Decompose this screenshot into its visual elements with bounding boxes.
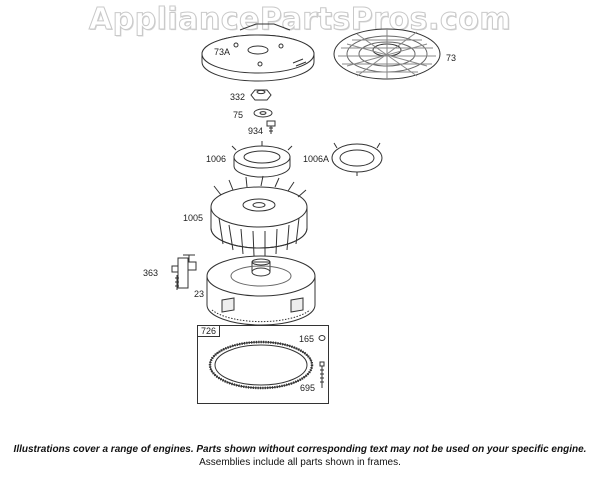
callout-1006a: 1006A xyxy=(303,154,330,164)
callout-695: 695 xyxy=(300,383,316,393)
assembly-frame: 726 xyxy=(197,325,329,404)
callout-363: 363 xyxy=(143,268,159,278)
callout-726: 726 xyxy=(197,325,221,337)
callout-73: 73 xyxy=(446,53,457,63)
part-332-nut xyxy=(250,89,272,101)
callout-1005: 1005 xyxy=(183,213,204,223)
part-1005-fan xyxy=(210,175,308,257)
callout-23: 23 xyxy=(194,289,205,299)
disclaimer-note: Illustrations cover a range of engines. … xyxy=(13,444,587,455)
part-363-armature xyxy=(171,254,197,290)
part-1006a-retainer xyxy=(331,142,383,176)
assembly-note: Assemblies include all parts shown in fr… xyxy=(199,457,401,468)
part-75-washer xyxy=(253,108,273,118)
part-23-flywheel xyxy=(206,255,316,326)
part-1006-retainer xyxy=(231,141,293,178)
part-73a-housing-plate xyxy=(201,23,315,82)
callout-75: 75 xyxy=(233,110,244,120)
part-165-nut xyxy=(318,335,326,341)
callout-73a: 73A xyxy=(214,47,231,57)
callout-934: 934 xyxy=(248,126,264,136)
callout-165: 165 xyxy=(299,334,315,344)
part-695-bolt xyxy=(319,361,325,388)
callout-332: 332 xyxy=(230,92,246,102)
part-726-ring-gear xyxy=(208,340,314,390)
callout-1006: 1006 xyxy=(206,154,227,164)
part-73-screen xyxy=(333,28,441,80)
part-934-screw xyxy=(266,120,276,134)
watermark-logo: AppliancePartsPros.com xyxy=(88,2,512,38)
